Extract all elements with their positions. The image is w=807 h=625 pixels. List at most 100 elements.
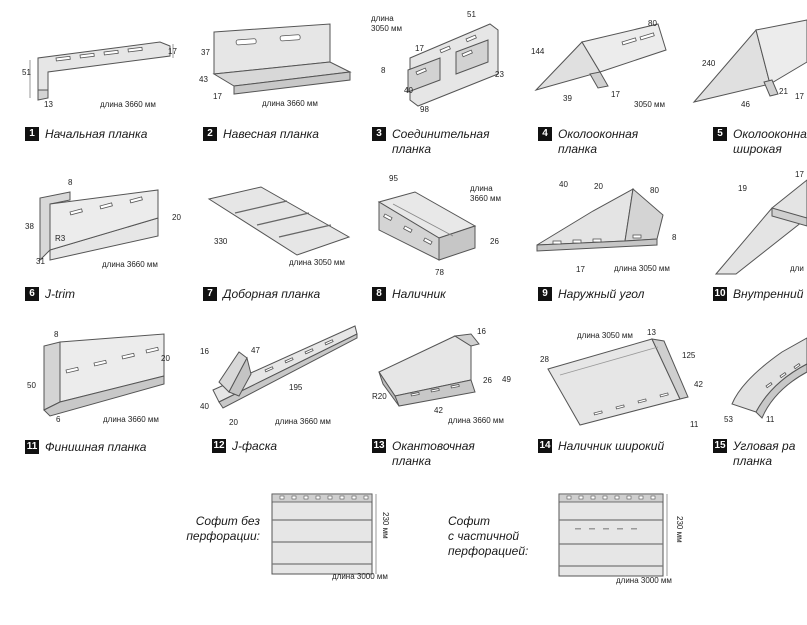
- soffit-width: 230 мм: [675, 516, 684, 543]
- dim-label: 78: [435, 268, 444, 277]
- length-label: длина 3660 мм: [448, 416, 504, 425]
- dim-label: 26: [490, 237, 499, 246]
- profile-number: 1: [25, 127, 39, 141]
- profile-name: Наружный угол: [558, 287, 645, 301]
- profile-caption: 4 Околооконная планка: [538, 127, 638, 157]
- dim-label: 51: [467, 10, 476, 19]
- profile-12-drawing: [205, 322, 360, 412]
- length-label: длина 3660 мм: [103, 415, 159, 424]
- profile-caption: 3 Соединительная планка: [372, 127, 490, 157]
- profile-name: Окантовочная планка: [392, 439, 475, 468]
- profile-10-drawing: [712, 178, 807, 278]
- dim-label: 40: [200, 402, 209, 411]
- profile-14-drawing: [540, 335, 689, 426]
- profile-name: Навесная планка: [223, 127, 319, 141]
- profile-name: Наличник широкий: [558, 439, 665, 453]
- dim-label: 6: [56, 415, 61, 424]
- dim-label: 40: [559, 180, 568, 189]
- dim-label: 195: [289, 383, 303, 392]
- profile-8-drawing: [375, 182, 485, 262]
- dim-label: 51: [22, 68, 31, 77]
- profile-caption: 7 Доборная планка: [203, 287, 320, 302]
- soffit-solid-drawing: [268, 490, 378, 580]
- profile-name: Доборная планка: [223, 287, 321, 301]
- profile-caption: 9 Наружный угол: [538, 287, 644, 302]
- dim-label: 8: [381, 66, 386, 75]
- profile-number: 10: [713, 287, 727, 301]
- profile-caption: 12 J-фаска: [212, 439, 277, 454]
- length-label: длина 3660 мм: [102, 260, 158, 269]
- profile-caption: 2 Навесная планка: [203, 127, 319, 142]
- profile-number: 2: [203, 127, 217, 141]
- dim-label: 53: [724, 415, 733, 424]
- profile-9-drawing: [533, 185, 678, 265]
- dim-label: R20: [372, 392, 387, 401]
- dim-label: 11: [766, 415, 775, 424]
- profile-number: 7: [203, 287, 217, 301]
- dim-label: 17: [795, 170, 804, 179]
- profile-number: 4: [538, 127, 552, 141]
- dim-label: 26: [483, 376, 492, 385]
- soffit-label: Софит без перфорации:: [186, 514, 260, 543]
- dim-label: 144: [531, 47, 545, 56]
- dim-label: 20: [229, 418, 238, 427]
- profile-name: Околооконная планка: [558, 127, 639, 156]
- profile-caption: 8 Наличник: [372, 287, 446, 302]
- dim-label: 11: [690, 420, 699, 429]
- soffit-perforated-drawing: [555, 490, 670, 585]
- length-label: длина 3660 мм: [275, 417, 331, 426]
- dim-label: 47: [251, 346, 260, 355]
- soffit-label: Софит с частичной перфорацией:: [448, 514, 529, 558]
- profile-7-drawing: [205, 185, 351, 260]
- dim-label: 38: [25, 222, 34, 231]
- length-label: длина 3660 мм: [470, 184, 502, 203]
- dim-label: 16: [477, 327, 486, 336]
- length-label: длина 3050 мм: [614, 264, 670, 273]
- dim-label: 21: [779, 87, 788, 96]
- dim-label: 17: [415, 44, 424, 53]
- profile-15-drawing: [722, 330, 807, 420]
- dim-label: 125: [682, 351, 696, 360]
- dim-label: 40: [404, 86, 413, 95]
- profile-3-drawing: [380, 14, 520, 107]
- dim-label: 95: [389, 174, 398, 183]
- length-label: длина 3050 мм: [289, 258, 345, 267]
- profile-number: 12: [212, 439, 226, 453]
- profile-number: 6: [25, 287, 39, 301]
- dim-label: 23: [495, 70, 504, 79]
- profile-name: J-фаска: [232, 439, 278, 453]
- dim-label: 46: [741, 100, 750, 109]
- profile-2-drawing: [200, 22, 360, 102]
- profile-caption: 6 J-trim: [25, 287, 75, 302]
- profile-1-drawing: [20, 38, 180, 108]
- profile-caption: 14 Наличник широкий: [538, 439, 664, 454]
- length-label: дли: [790, 264, 804, 273]
- dim-label: 28: [540, 355, 549, 364]
- dim-label: 8: [54, 330, 59, 339]
- profile-number: 9: [538, 287, 552, 301]
- dim-label: 13: [44, 100, 53, 109]
- dim-label: 13: [647, 328, 656, 337]
- profile-number: 15: [713, 439, 727, 453]
- dim-label: 98: [420, 105, 429, 114]
- profile-4-drawing: [530, 20, 670, 100]
- dim-label: 31: [36, 257, 45, 266]
- dim-label: 17: [576, 265, 585, 274]
- profile-caption: 10 Внутренний: [713, 287, 803, 302]
- length-label: длина 3000 мм: [332, 572, 388, 581]
- dim-label: 20: [161, 354, 170, 363]
- profile-name: Угловая ра планка: [733, 439, 796, 468]
- profile-caption: 11 Финишная планка: [25, 440, 146, 455]
- profile-name: Соединительная планка: [392, 127, 490, 156]
- soffit-width: 230 мм: [381, 512, 390, 539]
- dim-label: 19: [738, 184, 747, 193]
- profile-name: Начальная планка: [45, 127, 148, 141]
- profile-caption: 5 Околооконная широкая: [713, 127, 807, 157]
- dim-label: R3: [55, 234, 66, 243]
- profile-number: 3: [372, 127, 386, 141]
- dim-label: 330: [214, 237, 228, 246]
- length-label: 3050 мм: [634, 100, 666, 109]
- profile-name: J-trim: [45, 287, 75, 301]
- dim-label: 39: [563, 94, 572, 103]
- length-label: длина 3000 мм: [616, 576, 672, 585]
